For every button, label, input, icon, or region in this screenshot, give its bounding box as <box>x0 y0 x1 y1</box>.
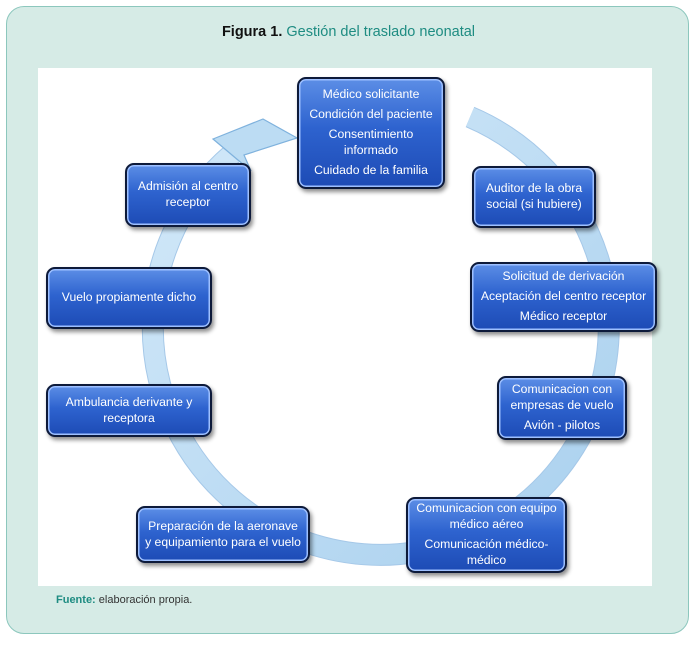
node-line: Auditor de la obra social (si hubiere) <box>485 181 583 211</box>
node-medico-solicitante: Médico solicitante Condición del pacient… <box>297 77 445 189</box>
node-solicitud-derivacion: Solicitud de derivación Aceptación del c… <box>470 262 657 332</box>
node-line: Consentimiento informado <box>328 127 414 157</box>
node-line: Comunicacion con equipo médico aéreo <box>416 501 557 532</box>
node-line: Aceptación del centro receptor <box>480 289 647 304</box>
node-equipo-medico: Comunicacion con equipo médico aéreo Com… <box>406 497 567 573</box>
node-line: Solicitud de derivación <box>502 269 625 284</box>
node-ambulancia: Ambulancia derivante y receptora <box>46 384 212 437</box>
figure-title-text: Gestión del traslado neonatal <box>286 24 476 40</box>
source-text: elaboración propia. <box>98 594 193 606</box>
figure-label: Figura 1. <box>221 24 283 40</box>
node-line: Preparación de la aeronave y equipamient… <box>145 518 301 549</box>
node-auditor: Auditor de la obra social (si hubiere) <box>472 166 596 228</box>
node-line: Comunicacion con empresas de vuelo <box>510 382 614 413</box>
figure-source: Fuente: elaboración propia. <box>56 594 192 606</box>
node-line: Condición del paciente <box>309 107 433 122</box>
node-line: Médico receptor <box>519 308 608 323</box>
node-empresas-vuelo: Comunicacion con empresas de vuelo Avión… <box>497 376 627 440</box>
node-line: Vuelo propiamente dicho <box>61 290 197 305</box>
node-line: Admisión al centro receptor <box>137 179 239 209</box>
node-line: Médico solicitante <box>322 87 420 102</box>
node-line: Comunicación médico-médico <box>424 537 549 567</box>
node-admision: Admisión al centro receptor <box>125 163 251 227</box>
figure-title: Figura 1. Gestión del traslado neonatal <box>0 24 697 40</box>
node-preparacion-aeronave: Preparación de la aeronave y equipamient… <box>136 506 310 563</box>
source-label: Fuente: <box>56 594 96 606</box>
node-line: Avión - pilotos <box>523 417 601 432</box>
node-line: Ambulancia derivante y receptora <box>65 394 193 425</box>
node-line: Cuidado de la familia <box>314 162 428 177</box>
node-vuelo: Vuelo propiamente dicho <box>46 267 212 329</box>
